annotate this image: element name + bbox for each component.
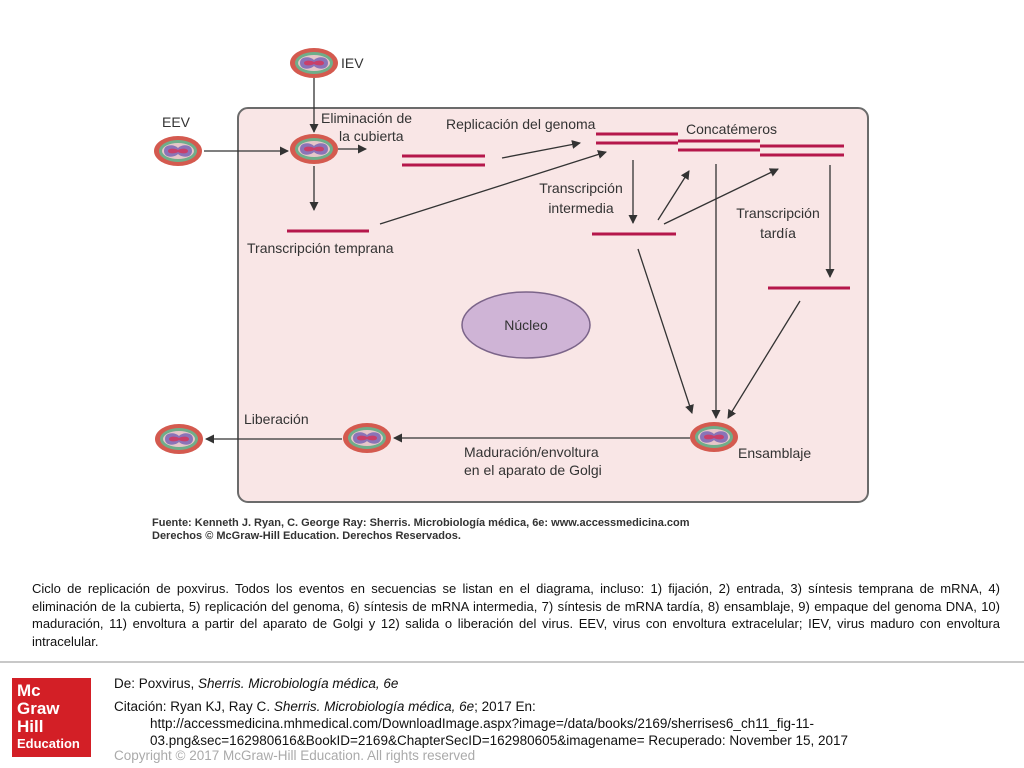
arrow-to-concatemers: [379, 150, 607, 225]
assembly-label: Ensamblaje: [738, 445, 811, 461]
logo-line-4: Education: [17, 736, 80, 751]
uncoating-label-1: Eliminación de: [321, 110, 412, 126]
arrow-replication: [501, 140, 581, 159]
rights-line: Derechos © McGraw-Hill Education. Derech…: [152, 530, 461, 542]
genome-replication-label: Replicación del genoma: [446, 116, 596, 132]
intermediate-transcription-label-1: Transcripción: [539, 180, 623, 196]
release-label: Liberación: [244, 411, 309, 427]
logo-line-2: Graw: [17, 699, 60, 718]
copyright-notice: Copyright © 2017 McGraw-Hill Education. …: [114, 748, 476, 763]
de-title: Sherris. Microbiología médica, 6e: [198, 676, 399, 691]
eev-label: EEV: [162, 114, 191, 130]
logo-line-1: Mc: [17, 681, 41, 700]
source-line: Fuente: Kenneth J. Ryan, C. George Ray: …: [152, 517, 690, 529]
citation-dot: .: [266, 699, 274, 714]
iev-virion: [290, 48, 338, 78]
poxvirus-cycle-figure: Núcleo: [140, 40, 870, 542]
de-prefix: De: Poxvirus,: [114, 676, 199, 691]
released-virion: [155, 424, 203, 454]
nucleus-label: Núcleo: [504, 317, 548, 333]
figure-caption: Ciclo de replicación de poxvirus. Todos …: [32, 581, 1000, 649]
uncoating-label-2: la cubierta: [339, 128, 404, 144]
citation-url-line-2[interactable]: 03.png&sec=162980616&BookID=2169&Chapter…: [150, 733, 849, 748]
maturation-label-1: Maduración/envoltura: [464, 444, 599, 460]
nucleus: [461, 291, 591, 359]
arrows: [204, 78, 835, 444]
concatemers-label: Concatémeros: [686, 121, 777, 137]
citation-suffix: ; 2017 En:: [474, 699, 536, 714]
uncoating-virion: [290, 134, 338, 164]
citation-prefix: Citación: Ryan KJ, Ray C: [114, 699, 267, 714]
arrow-late-to-assembly: [727, 300, 801, 419]
arrow-intermediate-up: [657, 170, 690, 221]
citation-footer: De: Poxvirus, Sherris. Microbiología méd…: [114, 675, 1014, 763]
diagram-svg: Núcleo: [152, 48, 869, 542]
late-transcription-label-2: tardía: [760, 225, 796, 241]
early-transcription-label: Transcripción temprana: [247, 240, 394, 256]
source-row: De: Poxvirus, Sherris. Microbiología méd…: [114, 675, 1014, 692]
citation-url-line-1[interactable]: http://accessmedicina.mhmedical.com/Down…: [150, 716, 814, 731]
arrow-intermediate-to-assembly: [637, 248, 694, 414]
eev-virion: [154, 136, 202, 166]
logo-line-3: Hill: [17, 717, 44, 736]
citation-title: Sherris. Microbiología médica, 6e: [273, 699, 475, 714]
mcgraw-hill-logo: Mc Graw Hill Education: [12, 678, 91, 757]
citation-row: Citación: Ryan KJ, Ray C. Sherris. Micro…: [114, 698, 1014, 715]
footer-divider: [0, 661, 1024, 663]
dna-strands: [287, 132, 850, 290]
arrow-intermediate-right: [663, 168, 779, 225]
iev-label: IEV: [341, 55, 364, 71]
maturation-label-2: en el aparato de Golgi: [464, 462, 602, 478]
assembly-virion: [690, 422, 738, 452]
maturation-virion: [343, 423, 391, 453]
intermediate-transcription-label-2: intermedia: [548, 200, 614, 216]
late-transcription-label-1: Transcripción: [736, 205, 820, 221]
